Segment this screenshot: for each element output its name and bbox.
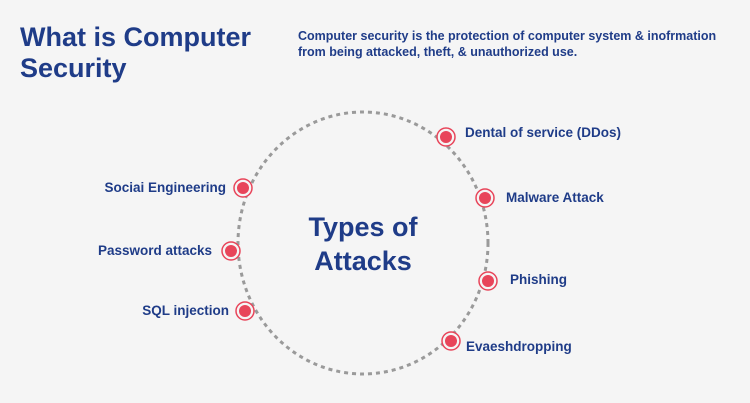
marker-evaeshdropping [441, 331, 461, 351]
marker-password-attacks [221, 241, 241, 261]
label-dental-of-service: Dental of service (DDos) [465, 125, 622, 140]
label-sql-injection: SQL injection [142, 303, 229, 318]
label-social-engineering: Sociai Engineering [104, 180, 226, 195]
marker-sql-injection [235, 301, 255, 321]
label-evaeshdropping: Evaeshdropping [466, 339, 572, 354]
center-label-line-1: Types of [308, 212, 418, 242]
page-title: What is Computer Security [20, 22, 251, 84]
label-phishing: Phishing [510, 272, 567, 287]
marker-social-engineering [233, 178, 253, 198]
center-label-line-2: Attacks [314, 246, 412, 276]
marker-phishing [478, 271, 498, 291]
dashed-ring [236, 110, 490, 376]
description-text: Computer security is the protection of c… [298, 29, 717, 59]
center-label: Types of Attacks [283, 210, 443, 278]
label-password-attacks: Password attacks [97, 243, 212, 258]
label-malware-attack: Malware Attack [506, 190, 604, 205]
marker-malware-attack [475, 188, 495, 208]
page-title-line-2: Security [20, 53, 127, 83]
marker-dental-of-service [436, 127, 456, 147]
page-title-line-1: What is Computer [20, 22, 252, 52]
